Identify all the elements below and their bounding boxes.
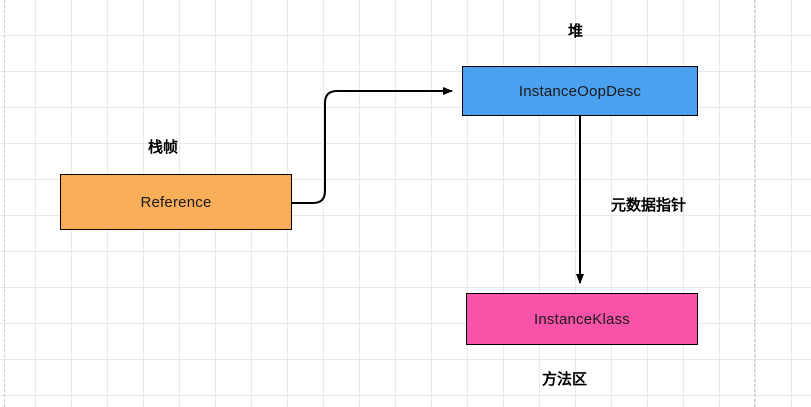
label-metadata-pointer: 元数据指针 (611, 197, 687, 214)
edge-reference-to-instanceoopdesc (292, 87, 453, 204)
node-instanceoopdesc[interactable]: InstanceOopDesc (462, 66, 698, 116)
node-reference-label: Reference (140, 193, 212, 211)
node-instanceoopdesc-label: InstanceOopDesc (518, 82, 642, 100)
node-instanceklass-label: InstanceKlass (534, 310, 630, 328)
node-reference[interactable]: Reference (60, 174, 292, 230)
label-method-area: 方法区 (542, 371, 588, 388)
label-stack-frame: 栈帧 (148, 139, 179, 156)
node-instanceklass[interactable]: InstanceKlass (466, 293, 698, 345)
canvas-left-boundary (4, 0, 5, 407)
label-heap: 堆 (568, 23, 584, 40)
canvas-right-boundary (754, 0, 755, 407)
